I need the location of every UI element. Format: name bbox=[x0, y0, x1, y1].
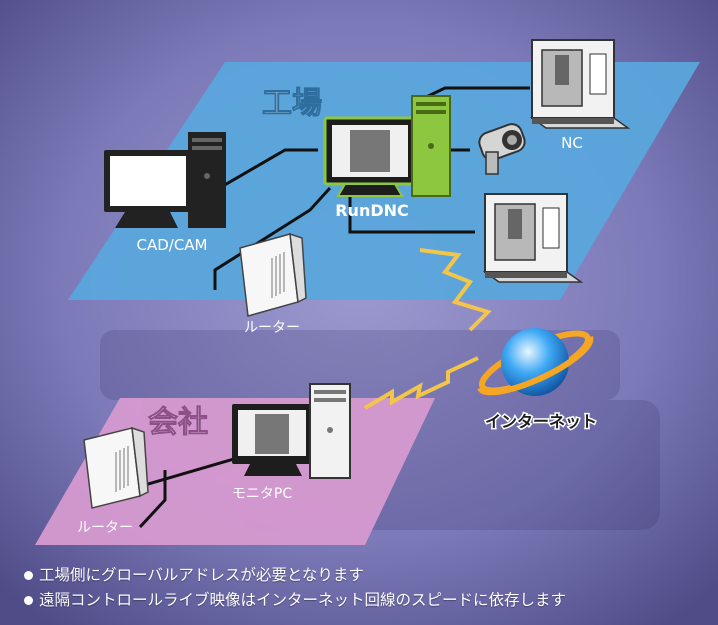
wireless-link-company bbox=[363, 356, 479, 410]
bullet-icon bbox=[24, 571, 33, 580]
monitor-pc-label: モニタPC bbox=[232, 486, 292, 502]
factory-zone-label: 工場 bbox=[262, 86, 322, 121]
bullet-icon bbox=[24, 596, 33, 605]
nc-machine-icon-bottom bbox=[482, 193, 584, 283]
rundnc-computer-icon bbox=[323, 95, 451, 197]
internet-globe-icon bbox=[477, 328, 594, 396]
camera-icon bbox=[478, 123, 526, 175]
internet-label: インターネット bbox=[485, 412, 597, 431]
monitor-pc-icon bbox=[232, 383, 351, 479]
company-router-icon bbox=[83, 426, 149, 509]
router-company-label: ルーター bbox=[77, 520, 133, 536]
cadcam-label: CAD/CAM bbox=[136, 236, 207, 254]
note-item: 工場側にグローバルアドレスが必要となります bbox=[24, 563, 704, 588]
nc-machine-icon-top bbox=[529, 39, 631, 129]
factory-router-icon bbox=[239, 232, 307, 317]
note-item: 遠隔コントロールライブ映像はインターネット回線のスピードに依存します bbox=[24, 588, 704, 613]
nc-label: NC bbox=[561, 134, 583, 152]
wireless-link-factory bbox=[419, 248, 492, 332]
note-text: 工場側にグローバルアドレスが必要となります bbox=[39, 566, 364, 584]
note-text: 遠隔コントロールライブ映像はインターネット回線のスピードに依存します bbox=[39, 591, 567, 609]
company-zone-label: 会社 bbox=[148, 405, 208, 440]
rundnc-label: RunDNC bbox=[335, 201, 409, 220]
notes-list: 工場側にグローバルアドレスが必要となります 遠隔コントロールライブ映像はインター… bbox=[24, 563, 704, 613]
router-factory-label: ルーター bbox=[244, 320, 300, 336]
cadcam-computer-icon bbox=[104, 132, 226, 228]
